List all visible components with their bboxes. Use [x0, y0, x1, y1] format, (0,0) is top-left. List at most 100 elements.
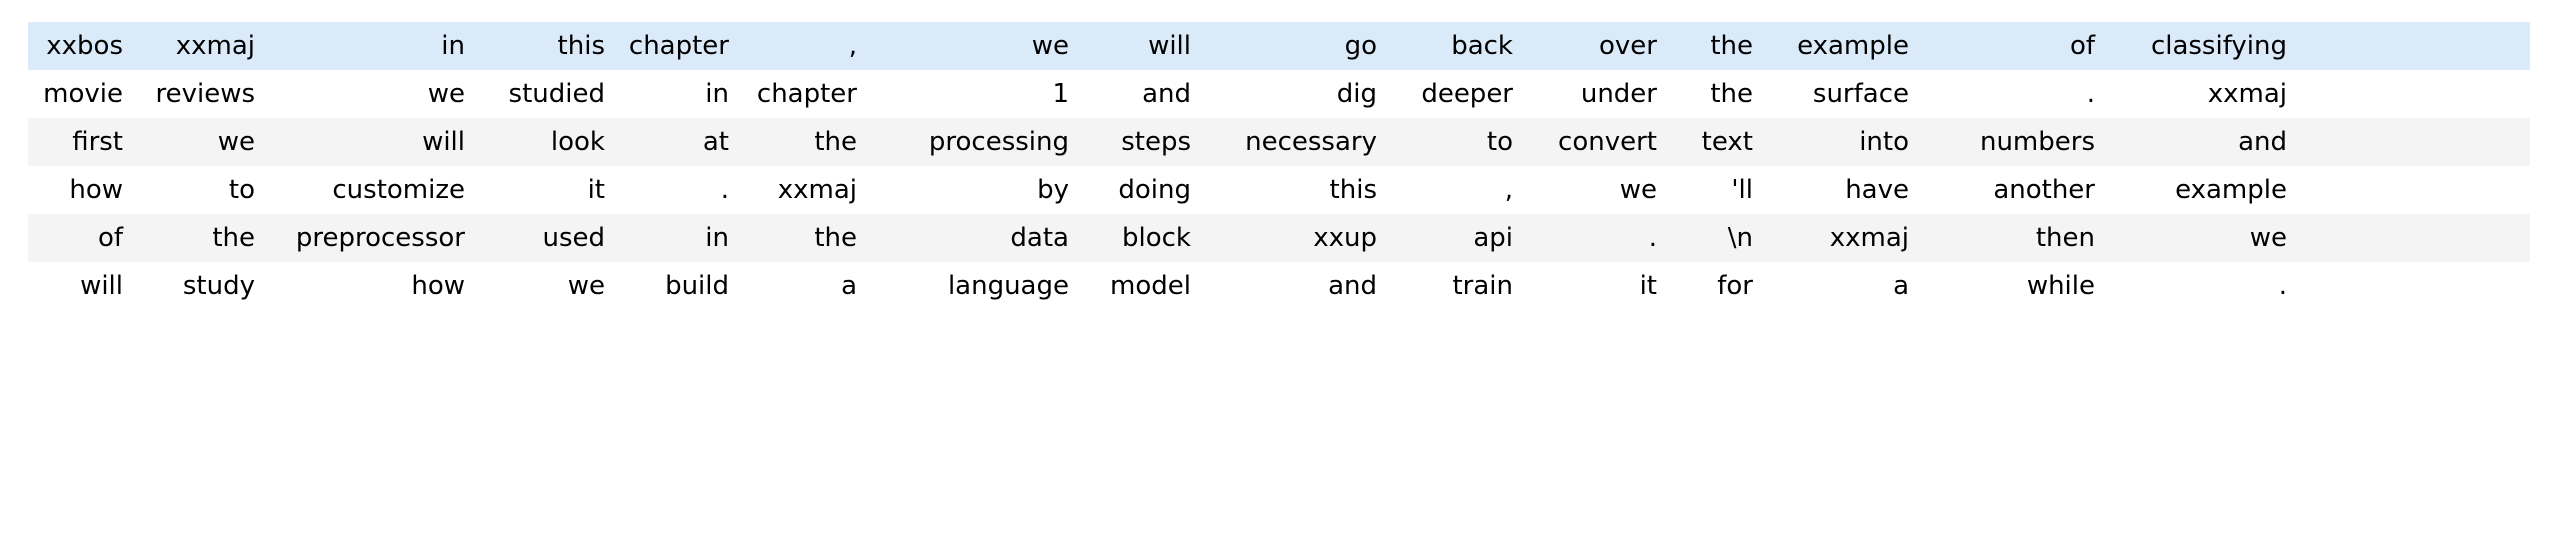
table-cell: xxmaj: [2104, 70, 2296, 118]
table-cell: the: [1666, 70, 1762, 118]
table-row[interactable]: movie reviews we studied in chapter 1 an…: [28, 70, 2530, 118]
table-cell: will: [264, 118, 474, 166]
table-cell: language: [866, 262, 1078, 310]
table-cell: preprocessor: [264, 214, 474, 262]
table-cell: under: [1522, 70, 1666, 118]
table-cell: we: [474, 262, 614, 310]
table-cell: [2296, 214, 2530, 262]
table-cell: doing: [1078, 166, 1200, 214]
table-cell: this: [474, 22, 614, 70]
table-cell: model: [1078, 262, 1200, 310]
table-cell: [2296, 166, 2530, 214]
table-cell: for: [1666, 262, 1762, 310]
table-cell: classifying: [2104, 22, 2296, 70]
table-cell: data: [866, 214, 1078, 262]
table-cell: example: [2104, 166, 2296, 214]
table-cell: we: [132, 118, 264, 166]
table-cell: [2296, 70, 2530, 118]
table-cell: a: [1762, 262, 1918, 310]
table-cell: while: [1918, 262, 2104, 310]
table-cell: it: [474, 166, 614, 214]
table-cell: block: [1078, 214, 1200, 262]
table-cell: how: [264, 262, 474, 310]
table-cell: surface: [1762, 70, 1918, 118]
table-cell: a: [738, 262, 866, 310]
table-cell: then: [1918, 214, 2104, 262]
table-cell: numbers: [1918, 118, 2104, 166]
table-cell: in: [614, 70, 738, 118]
table-cell: xxmaj: [132, 22, 264, 70]
table-cell: 'll: [1666, 166, 1762, 214]
table-row[interactable]: of the preprocessor used in the data blo…: [28, 214, 2530, 262]
token-table-container: xxbos xxmaj in this chapter , we will go…: [28, 22, 2530, 310]
table-cell: to: [1386, 118, 1522, 166]
table-cell: build: [614, 262, 738, 310]
table-cell: xxbos: [28, 22, 132, 70]
table-row[interactable]: how to customize it . xxmaj by doing thi…: [28, 166, 2530, 214]
table-cell: movie: [28, 70, 132, 118]
table-cell: text: [1666, 118, 1762, 166]
table-cell: and: [1078, 70, 1200, 118]
table-cell: steps: [1078, 118, 1200, 166]
table-body: xxbos xxmaj in this chapter , we will go…: [28, 22, 2530, 310]
table-cell: we: [2104, 214, 2296, 262]
table-cell: in: [614, 214, 738, 262]
table-cell: go: [1200, 22, 1386, 70]
table-cell: .: [1918, 70, 2104, 118]
table-cell: into: [1762, 118, 1918, 166]
table-cell: we: [264, 70, 474, 118]
table-cell: 1: [866, 70, 1078, 118]
table-cell: first: [28, 118, 132, 166]
table-cell: chapter: [738, 70, 866, 118]
tokenized-text-table: xxbos xxmaj in this chapter , we will go…: [28, 22, 2530, 310]
table-cell: study: [132, 262, 264, 310]
table-cell: this: [1200, 166, 1386, 214]
table-row[interactable]: will study how we build a language model…: [28, 262, 2530, 310]
table-cell: will: [28, 262, 132, 310]
table-cell: studied: [474, 70, 614, 118]
table-cell: at: [614, 118, 738, 166]
table-row[interactable]: first we will look at the processing ste…: [28, 118, 2530, 166]
table-cell: [2296, 22, 2530, 70]
table-cell: and: [1200, 262, 1386, 310]
table-cell: of: [28, 214, 132, 262]
table-cell: ,: [1386, 166, 1522, 214]
table-cell: customize: [264, 166, 474, 214]
table-cell: we: [866, 22, 1078, 70]
table-cell: the: [1666, 22, 1762, 70]
table-cell: by: [866, 166, 1078, 214]
table-cell: it: [1522, 262, 1666, 310]
table-cell: another: [1918, 166, 2104, 214]
table-cell: have: [1762, 166, 1918, 214]
table-cell: [2296, 118, 2530, 166]
table-cell: .: [1522, 214, 1666, 262]
table-cell: and: [2104, 118, 2296, 166]
table-cell: look: [474, 118, 614, 166]
table-cell: to: [132, 166, 264, 214]
table-cell: dig: [1200, 70, 1386, 118]
table-cell: of: [1918, 22, 2104, 70]
table-cell: api: [1386, 214, 1522, 262]
table-row[interactable]: xxbos xxmaj in this chapter , we will go…: [28, 22, 2530, 70]
table-cell: the: [738, 214, 866, 262]
table-cell: in: [264, 22, 474, 70]
table-cell: chapter: [614, 22, 738, 70]
table-cell: necessary: [1200, 118, 1386, 166]
table-cell: will: [1078, 22, 1200, 70]
table-cell: deeper: [1386, 70, 1522, 118]
table-cell: .: [614, 166, 738, 214]
table-cell: example: [1762, 22, 1918, 70]
table-cell: train: [1386, 262, 1522, 310]
table-cell: [2296, 262, 2530, 310]
table-cell: used: [474, 214, 614, 262]
table-cell: processing: [866, 118, 1078, 166]
table-cell: convert: [1522, 118, 1666, 166]
table-cell: .: [2104, 262, 2296, 310]
table-cell: we: [1522, 166, 1666, 214]
table-cell: back: [1386, 22, 1522, 70]
table-cell: reviews: [132, 70, 264, 118]
table-cell: xxmaj: [1762, 214, 1918, 262]
table-cell: the: [132, 214, 264, 262]
table-cell: ,: [738, 22, 866, 70]
table-cell: xxup: [1200, 214, 1386, 262]
